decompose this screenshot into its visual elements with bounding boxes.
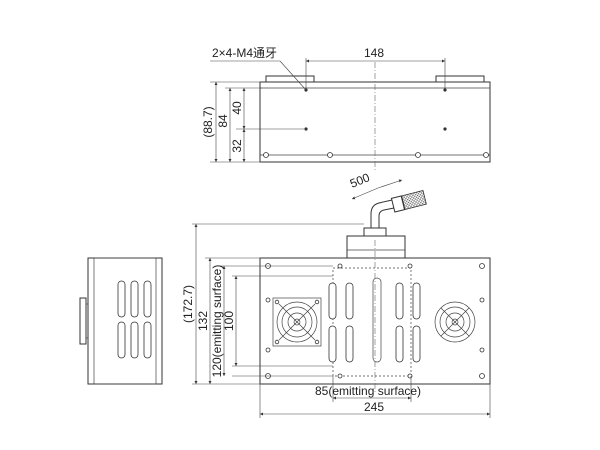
fan-right-icon — [434, 301, 476, 343]
vent-slot — [117, 321, 126, 359]
screw-icon — [265, 297, 271, 303]
screw-icon — [479, 263, 485, 269]
vent-slot — [117, 280, 126, 318]
top-view: 2×4-M4通牙 148 (88.7) 84 40 32 — [201, 46, 491, 170]
height-132-label: 132 — [196, 311, 210, 331]
cable — [370, 199, 393, 228]
thread-hole — [304, 127, 308, 131]
screw-icon — [337, 373, 343, 379]
connector-box — [346, 235, 406, 259]
side-handle — [79, 297, 87, 345]
screw-icon — [479, 297, 485, 303]
thread-note-label: 2×4-M4通牙 — [212, 46, 277, 60]
height-100-label: 100 — [222, 311, 236, 331]
screw-icon — [263, 152, 269, 158]
connector-icon — [401, 190, 427, 210]
top-rail-left — [265, 75, 315, 83]
vent-slot — [328, 282, 337, 320]
width-148-label: 148 — [364, 46, 384, 60]
vent-slot — [412, 325, 421, 363]
screw-icon — [407, 263, 413, 269]
emitting-surface — [332, 267, 412, 377]
cable-assembly: 500 — [346, 170, 427, 259]
front-view: (172.7) 132 120(emitting surface) 100 85… — [181, 223, 491, 418]
cable-length-label: 500 — [348, 170, 372, 191]
screw-icon — [479, 347, 485, 353]
side-view — [79, 257, 163, 385]
height-172-7-label: (172.7) — [181, 285, 195, 323]
vent-slot — [130, 321, 139, 359]
vent-slot — [328, 325, 337, 363]
height-40-label: 40 — [230, 101, 244, 115]
fan-left-icon — [272, 297, 322, 347]
cable-gland — [363, 227, 387, 237]
top-rail-right — [435, 75, 485, 83]
emit-height-label: 120(emitting surface) — [210, 265, 224, 378]
vent-slot — [345, 282, 354, 320]
height-88-7-label: (88.7) — [201, 106, 215, 137]
screw-icon — [337, 263, 343, 269]
emit-width-label: 85(emitting surface) — [315, 384, 421, 398]
screw-icon — [407, 373, 413, 379]
thread-hole — [443, 88, 447, 92]
screw-icon — [265, 347, 271, 353]
side-housing — [87, 257, 163, 385]
vent-slot — [143, 321, 152, 359]
vent-slot — [130, 280, 139, 318]
screw-icon — [327, 152, 333, 158]
thread-hole — [443, 127, 447, 131]
height-32-label: 32 — [230, 139, 244, 153]
vent-slot — [345, 325, 354, 363]
vent-slot — [412, 282, 421, 320]
vent-slot — [143, 280, 152, 318]
height-84-label: 84 — [216, 114, 230, 128]
width-245-label: 245 — [364, 400, 384, 414]
vent-slot — [395, 325, 404, 363]
vent-slot — [395, 282, 404, 320]
screw-icon — [483, 152, 489, 158]
screw-icon — [415, 152, 421, 158]
screw-icon — [479, 373, 485, 379]
